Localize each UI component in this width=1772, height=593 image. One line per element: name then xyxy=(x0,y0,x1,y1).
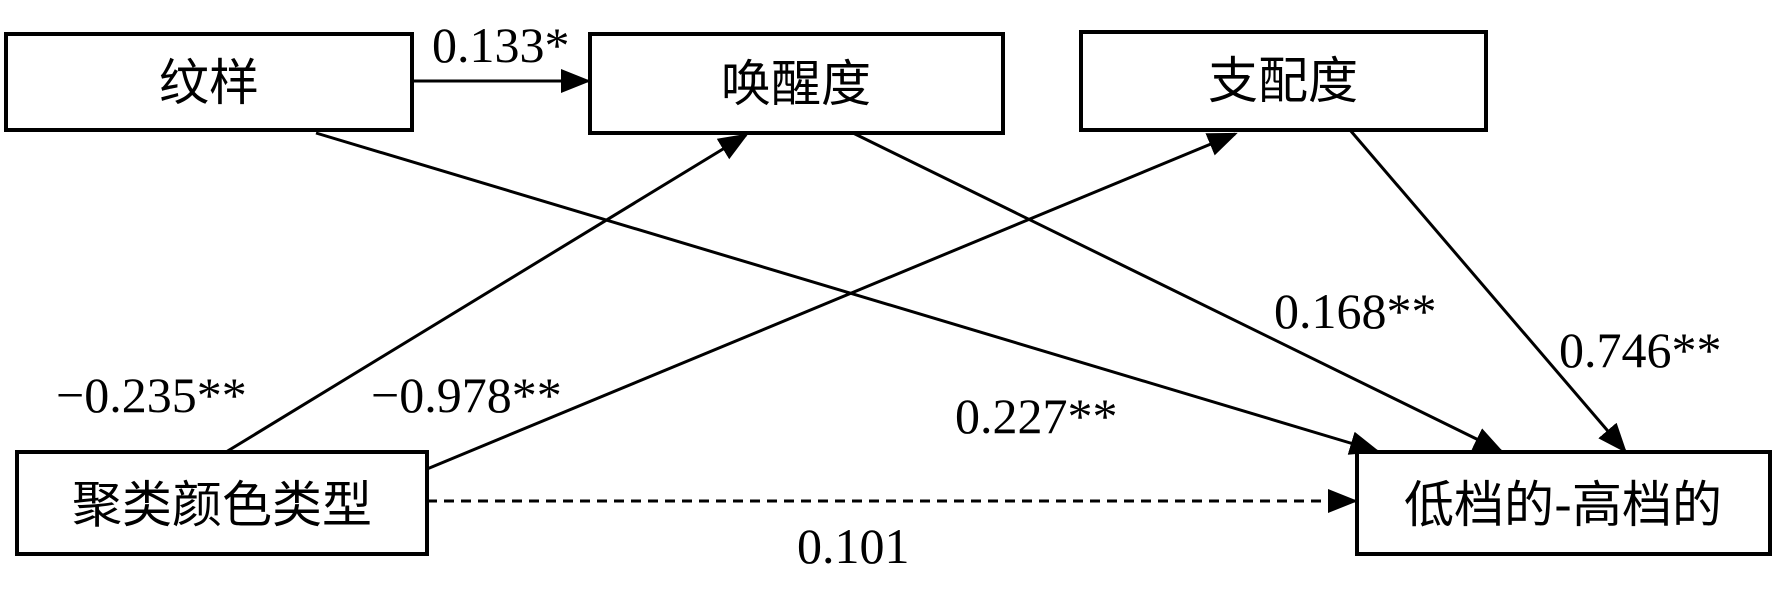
edge-pattern-to-low-high-grade xyxy=(315,131,1380,455)
node-label: 纹样 xyxy=(159,54,259,112)
coef-color-grade: 0.101 xyxy=(797,518,910,574)
node-box xyxy=(1355,450,1772,556)
coef-pattern-arousal: 0.133* xyxy=(432,17,570,73)
edges xyxy=(225,69,1627,513)
node-box xyxy=(588,32,1005,135)
node-label: 唤醒度 xyxy=(721,55,871,113)
node-box xyxy=(4,32,414,132)
edge-arousal-to-low-high-grade xyxy=(852,131,1504,453)
coefficient-labels: 0.133* 0.227** 0.168** 0.746** −0.235** … xyxy=(56,17,1722,574)
node-arousal: 唤醒度 xyxy=(588,32,1005,135)
coef-pattern-grade: 0.227** xyxy=(955,388,1118,444)
coef-dominance-grade: 0.746** xyxy=(1559,322,1722,378)
node-label: 支配度 xyxy=(1208,52,1358,110)
node-dominance: 支配度 xyxy=(1079,30,1488,132)
coef-color-dominance: −0.978** xyxy=(371,367,562,423)
node-box xyxy=(15,450,429,556)
node-label: 低档的-高档的 xyxy=(1404,476,1722,534)
node-color-cluster: 聚类颜色类型 xyxy=(15,450,429,556)
coef-arousal-grade: 0.168** xyxy=(1274,283,1437,339)
coef-color-arousal: −0.235** xyxy=(56,367,247,423)
edge-color-cluster-to-arousal xyxy=(225,133,749,454)
node-box xyxy=(1079,30,1488,132)
node-low-high-grade: 低档的-高档的 xyxy=(1355,450,1772,556)
edge-dominance-to-low-high-grade xyxy=(1348,129,1627,454)
edge-color-cluster-to-dominance xyxy=(426,132,1238,471)
node-pattern: 纹样 xyxy=(4,32,414,132)
node-label: 聚类颜色类型 xyxy=(72,476,372,534)
